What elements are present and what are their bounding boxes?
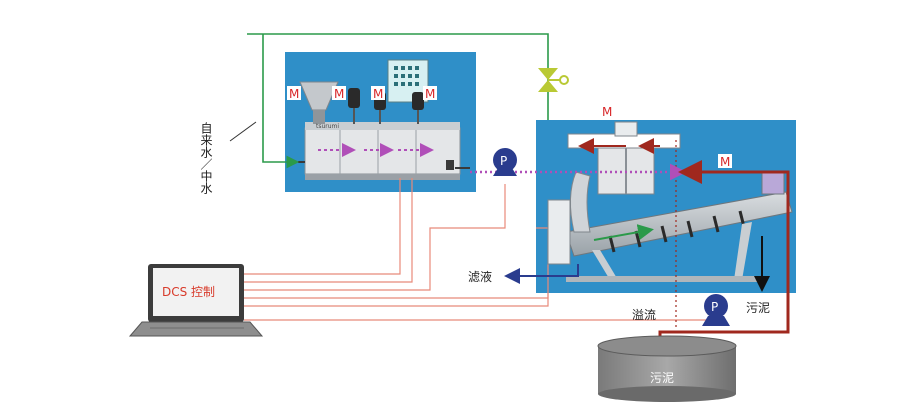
svg-text:M: M bbox=[289, 87, 299, 101]
svg-text:P: P bbox=[711, 300, 718, 314]
svg-text:M: M bbox=[373, 87, 383, 101]
svg-text:M: M bbox=[720, 155, 730, 169]
label-leader-line bbox=[229, 121, 257, 142]
svg-text:M: M bbox=[425, 87, 435, 101]
dewatering-machine bbox=[547, 121, 793, 282]
svg-text:M: M bbox=[602, 105, 612, 119]
dcs-control-label: DCS 控制 bbox=[162, 285, 215, 299]
sludge-pump-icon: P bbox=[702, 294, 730, 326]
sludge-tank bbox=[597, 335, 737, 402]
filtrate-label: 滤液 bbox=[468, 269, 492, 284]
motor-icon: M bbox=[332, 86, 346, 101]
polymer-pump-icon: P bbox=[493, 148, 517, 176]
overflow-label: 溢流 bbox=[632, 308, 656, 322]
dcs-computer bbox=[128, 264, 264, 337]
motor-icon: M bbox=[718, 154, 732, 169]
svg-text:P: P bbox=[500, 154, 507, 168]
water-supply-branch bbox=[262, 34, 300, 169]
filtrate-arrow bbox=[504, 264, 579, 284]
brand-text: tsurumi bbox=[316, 123, 339, 130]
motor-icon: M bbox=[287, 86, 301, 101]
water-source-label: 自来水／中水 bbox=[199, 122, 213, 194]
svg-text:M: M bbox=[334, 87, 344, 101]
motor-icon: M bbox=[423, 86, 437, 101]
motor-icon: M bbox=[600, 104, 614, 119]
sludge-out-label: 污泥 bbox=[746, 301, 770, 315]
sludge-tank-label: 污泥 bbox=[650, 371, 674, 385]
valve-icon bbox=[538, 68, 569, 92]
motor-icon: M bbox=[371, 86, 385, 101]
